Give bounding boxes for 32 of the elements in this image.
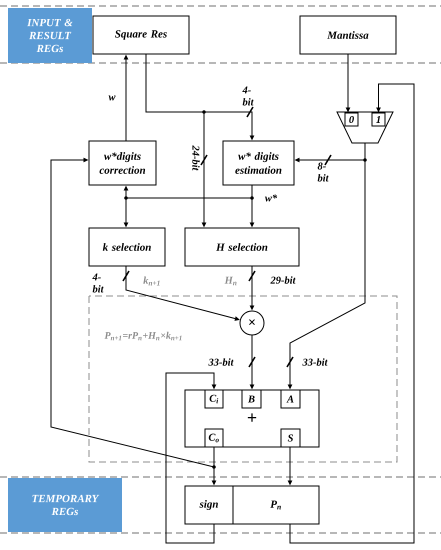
connector [50,158,214,468]
signal-name: k$_{n+1}$ [143,276,160,286]
process-box: k selection [88,228,166,266]
process-box: H selection [184,228,300,266]
edge-label: 4-bit [242,86,254,106]
port-box: C$_{o}$ [204,428,224,448]
connector [290,84,414,544]
process-box: Square Res [92,16,190,54]
process-box: w* digits estimation [222,140,294,186]
signal-name: H$_{n}$ [224,276,236,286]
edge-label: 24-bit [192,145,200,171]
process-box: P$_{n}$ [232,486,320,524]
edge-label: 4-bit [92,274,104,292]
port-box: B [242,390,262,408]
connector [166,372,216,544]
port-box: S [280,428,300,448]
port-box: 1 [372,112,386,126]
port-box: 0 [344,112,358,126]
process-box: w*digits correction [88,140,156,186]
process-box: sign [184,486,234,524]
port-box: C$_{i}$ [204,390,224,408]
formula-text: P$_{n+1}$=rP$_{n}$+H$_{n}$×k$_{n+1}$ [104,332,182,340]
section-band: INPUT & RESULT REGs [8,8,92,63]
section-band: TEMPORARY REGs [8,478,122,532]
edge-label: 29-bit [270,276,296,284]
edge-label: w* [264,194,278,202]
edge-label: 33-bit [302,358,328,366]
edge-label: 33-bit [208,358,234,366]
edge-label: w [108,96,116,100]
edge-label: 8-bit [318,162,329,182]
process-box: Mantissa [300,16,396,54]
port-box: A [280,390,300,408]
